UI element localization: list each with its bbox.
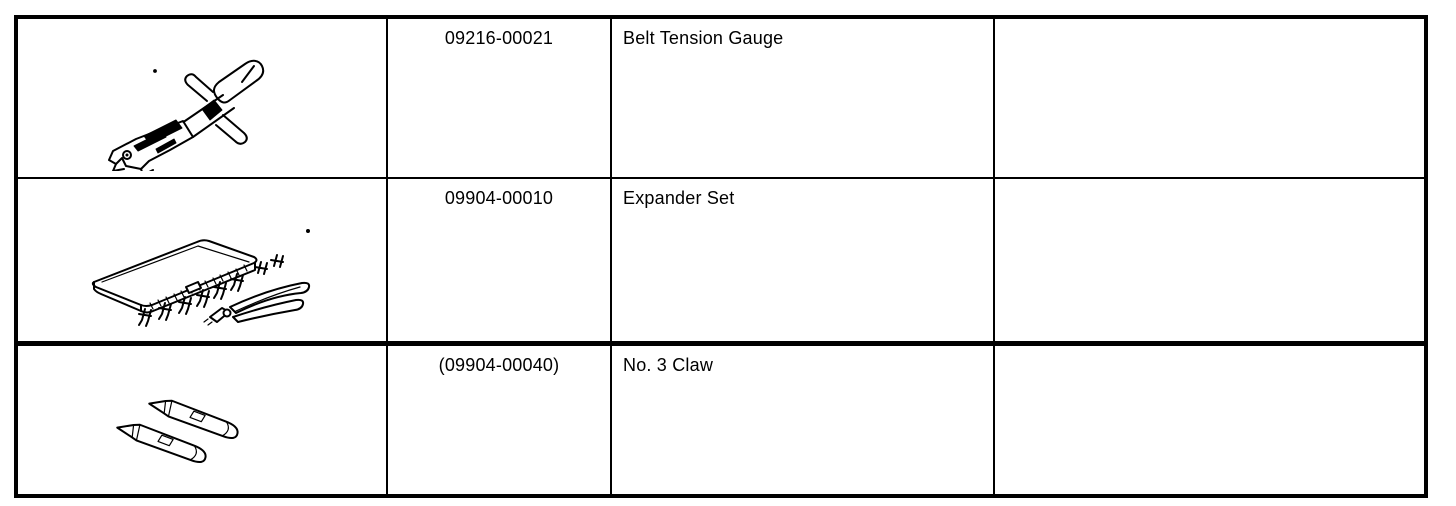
tool-name-cell: Expander Set xyxy=(612,179,995,341)
illustration-cell xyxy=(18,346,388,494)
remarks-cell xyxy=(995,19,1424,177)
tool-name: Belt Tension Gauge xyxy=(623,28,784,48)
no-3-claw-illustration xyxy=(116,399,239,464)
part-number: 09216-00021 xyxy=(444,28,554,48)
part-number-cell: (09904-00040) xyxy=(388,346,612,494)
table-row: 09904-00010 Expander Set xyxy=(18,179,1424,346)
sst-table: 09216-00021 Belt Tension Gauge xyxy=(14,15,1428,498)
illustration-cell xyxy=(18,19,388,177)
remarks-cell xyxy=(995,179,1424,341)
tool-name: No. 3 Claw xyxy=(623,355,714,375)
illustration-cell xyxy=(18,179,388,341)
part-number: 09904-00010 xyxy=(444,188,554,208)
part-number-cell: 09904-00010 xyxy=(388,179,612,341)
remarks-cell xyxy=(995,346,1424,494)
tool-name-cell: No. 3 Claw xyxy=(612,346,995,494)
table-row: (09904-00040) No. 3 Claw xyxy=(18,346,1424,494)
table-row: 09216-00021 Belt Tension Gauge xyxy=(18,19,1424,179)
tool-name: Expander Set xyxy=(623,188,735,208)
part-number: (09904-00040) xyxy=(438,355,560,375)
tool-name-cell: Belt Tension Gauge xyxy=(612,19,995,177)
belt-tension-gauge-illustration xyxy=(108,59,265,171)
expander-set-illustration xyxy=(91,229,311,327)
part-number-cell: 09216-00021 xyxy=(388,19,612,177)
